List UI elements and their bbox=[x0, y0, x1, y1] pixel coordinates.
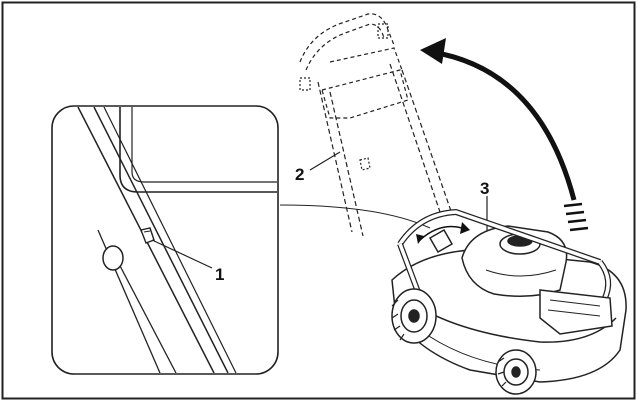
front-left-wheel bbox=[391, 288, 437, 344]
handle-folded-position bbox=[299, 13, 453, 237]
lawnmower bbox=[391, 208, 627, 395]
callout-2-label: 2 bbox=[295, 165, 304, 184]
fold-direction-arrow bbox=[420, 38, 589, 232]
handle-hinge bbox=[428, 228, 454, 254]
callout-3-label: 3 bbox=[480, 179, 489, 198]
rear-guard bbox=[539, 289, 613, 335]
callout-1-label: 1 bbox=[215, 265, 224, 284]
detail-inset bbox=[51, 105, 279, 375]
rear-right-wheel bbox=[495, 349, 537, 395]
callout-1-line bbox=[151, 239, 213, 269]
inset-border bbox=[51, 105, 279, 375]
knob bbox=[102, 245, 124, 271]
mower-deck bbox=[391, 249, 627, 383]
hinge-fold-arrow bbox=[416, 222, 470, 244]
inset-content bbox=[77, 107, 277, 373]
frame-bracket bbox=[119, 107, 277, 193]
